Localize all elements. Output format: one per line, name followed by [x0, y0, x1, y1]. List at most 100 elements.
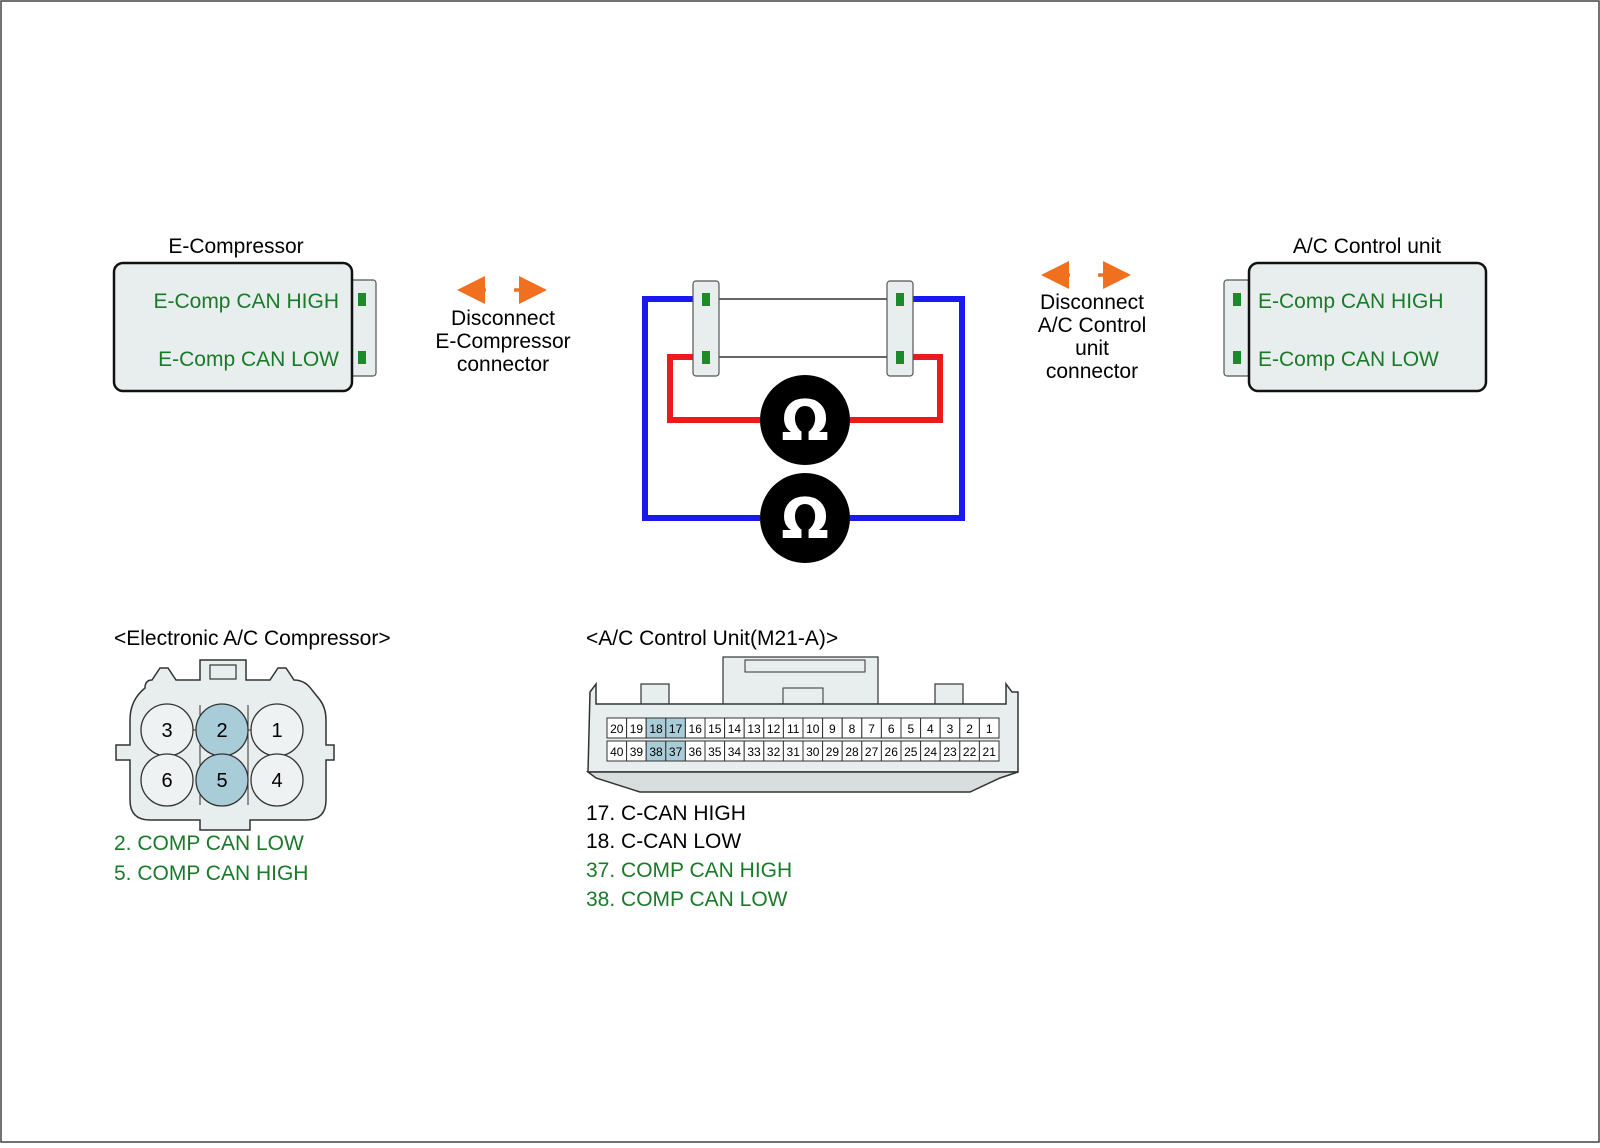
connector-tab	[934, 683, 964, 707]
wire-red	[850, 354, 943, 423]
control-pin-label-33: 33	[747, 745, 761, 759]
compressor-pin-label-4: 4	[271, 770, 282, 792]
compressor-pin-label-3: 3	[161, 720, 172, 742]
disconnect-left-line1: Disconnect	[451, 307, 555, 330]
control-pin-label-30: 30	[806, 745, 820, 759]
compressor-pin-6	[140, 753, 194, 807]
control-pin-label-13: 13	[747, 722, 761, 736]
e-compressor-pin-high: E-Comp CAN HIGH	[153, 290, 339, 313]
control-pin-label-24: 24	[924, 745, 938, 759]
control-pin-label-25: 25	[904, 745, 918, 759]
meter-symbol-blue: Ω	[781, 487, 829, 552]
disconnect-right-line4: connector	[1046, 360, 1138, 383]
control-pin-label-27: 27	[865, 745, 879, 759]
control-pin-label-7: 7	[868, 722, 875, 736]
control-pin-label-26: 26	[885, 745, 899, 759]
compressor-connector-title: <Electronic A/C Compressor>	[114, 627, 391, 650]
control-pin-label-29: 29	[826, 745, 840, 759]
terminal-icon	[1233, 293, 1241, 306]
control-pin-label-21: 21	[983, 745, 997, 759]
compressor-pin-5	[195, 753, 249, 807]
control-pin-label-31: 31	[787, 745, 801, 759]
control-pin-label-34: 34	[728, 745, 742, 759]
compressor-legend-2: 5. COMP CAN HIGH	[114, 862, 308, 885]
control-pin-label-17: 17	[669, 722, 683, 736]
control-pin-21	[978, 740, 1000, 762]
compressor-pin-label-5: 5	[216, 770, 227, 792]
connector-lock-rail	[744, 659, 866, 673]
control-legend-1: 17. C-CAN HIGH	[586, 802, 746, 825]
control-pin-label-35: 35	[708, 745, 722, 759]
e-compressor-box	[112, 261, 354, 393]
control-pin-label-12: 12	[767, 722, 781, 736]
control-pin-label-22: 22	[963, 745, 977, 759]
compressor-pin-label-1: 1	[271, 720, 282, 742]
control-pin-label-16: 16	[689, 722, 703, 736]
compressor-pin-4	[250, 753, 304, 807]
control-pin-label-28: 28	[845, 745, 859, 759]
control-pin-label-1: 1	[986, 722, 993, 736]
control-pin-label-8: 8	[849, 722, 856, 736]
control-pin-label-18: 18	[649, 722, 663, 736]
ac-unit-box	[1247, 261, 1488, 393]
disconnect-left-line2: E-Compressor	[435, 330, 570, 353]
control-pin-label-6: 6	[888, 722, 895, 736]
control-pin-label-39: 39	[630, 745, 644, 759]
control-pin-label-15: 15	[708, 722, 722, 736]
disconnect-right-line1: Disconnect	[1040, 291, 1144, 314]
control-pin-label-36: 36	[689, 745, 703, 759]
terminal-icon	[702, 293, 710, 306]
terminal-icon	[358, 293, 366, 306]
compressor-legend-1: 2. COMP CAN LOW	[114, 832, 304, 855]
connector-latch	[209, 664, 237, 680]
terminal-icon	[358, 351, 366, 364]
connector-bottom	[585, 771, 1019, 793]
e-compressor-pin-low: E-Comp CAN LOW	[158, 348, 339, 371]
wire-blue	[642, 296, 760, 521]
harness-connector-left	[692, 280, 720, 377]
control-pin-label-10: 10	[806, 722, 820, 736]
ac-unit-pin-low: E-Comp CAN LOW	[1258, 348, 1439, 371]
control-legend-3: 37. COMP CAN HIGH	[586, 859, 792, 882]
control-pin-label-38: 38	[649, 745, 663, 759]
omega-icon	[760, 473, 850, 563]
terminal-icon	[1233, 351, 1241, 364]
control-pin-label-11: 11	[787, 722, 800, 736]
control-legend-2: 18. C-CAN LOW	[586, 830, 741, 853]
e-compressor-title: E-Compressor	[168, 235, 303, 258]
control-pin-label-19: 19	[630, 722, 644, 736]
wire-blue	[850, 296, 965, 521]
terminal-icon	[702, 351, 710, 364]
disconnect-right-line2: A/C Control	[1038, 314, 1147, 337]
meter-symbol-red: Ω	[781, 389, 829, 454]
control-pin-label-4: 4	[927, 722, 934, 736]
omega-icon	[760, 375, 850, 465]
ac-unit-pin-high: E-Comp CAN HIGH	[1258, 290, 1444, 313]
control-connector-title: <A/C Control Unit(M21-A)>	[586, 627, 838, 650]
control-pin-label-9: 9	[829, 722, 836, 736]
control-pin-1	[978, 717, 1000, 739]
connector-tab	[640, 683, 670, 707]
disconnect-left-line3: connector	[457, 353, 549, 376]
control-legend-4: 38. COMP CAN LOW	[586, 888, 788, 911]
ac-unit-title: A/C Control unit	[1293, 235, 1441, 258]
control-pin-label-2: 2	[966, 722, 973, 736]
terminal-icon	[896, 351, 904, 364]
terminal-icon	[896, 293, 904, 306]
harness-connector-right	[886, 280, 914, 377]
disconnect-right-line3: unit	[1075, 337, 1109, 360]
control-pin-label-23: 23	[943, 745, 957, 759]
compressor-pin-label-2: 2	[216, 720, 227, 742]
control-pin-label-37: 37	[669, 745, 683, 759]
control-pin-label-32: 32	[767, 745, 781, 759]
control-pin-label-3: 3	[947, 722, 954, 736]
control-pin-label-20: 20	[610, 722, 624, 736]
control-pin-label-40: 40	[610, 745, 624, 759]
